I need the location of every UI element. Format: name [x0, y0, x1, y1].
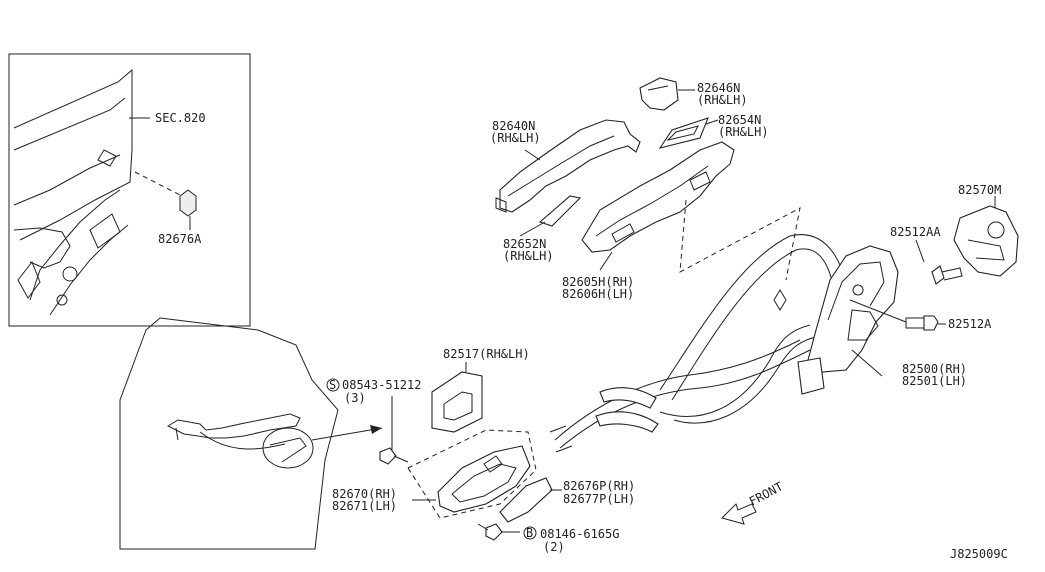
label-82512AA: 82512AA [890, 225, 941, 239]
bolt-badge [523, 526, 537, 540]
inset-rear-door [119, 317, 383, 550]
label-82517: 82517(RH&LH) [443, 347, 530, 361]
label-08146: 08146-6165G [540, 527, 619, 541]
label-82652N: 82652N [503, 237, 546, 251]
label-08543: 08543-51212 [342, 378, 421, 392]
label-82500: 82500(RH) [902, 362, 967, 376]
label-sec820: SEC.820 [155, 111, 206, 125]
part-82605H [581, 141, 735, 253]
front-arrow-icon [721, 503, 757, 525]
part-82570M [953, 205, 1019, 277]
part-08543-screw [379, 447, 397, 465]
label-82605H: 82605H(RH) [562, 275, 634, 289]
label-82646N: 82646N [697, 81, 740, 95]
label-82646N-side: (RH&LH) [697, 93, 748, 107]
inset-door-frame [8, 53, 251, 327]
label-82677P: 82677P(LH) [563, 492, 635, 506]
label-82670: 82670(RH) [332, 487, 397, 501]
label-82640N: 82640N [492, 119, 535, 133]
part-08146-bolt [485, 523, 503, 541]
label-82652N-side: (RH&LH) [503, 249, 554, 263]
label-82501: 82501(LH) [902, 374, 967, 388]
screw-badge [326, 378, 340, 392]
part-82646N [639, 77, 679, 111]
label-82654N-side: (RH&LH) [718, 125, 769, 139]
part-82652N [538, 195, 582, 227]
part-82500 [807, 245, 899, 373]
label-82640N-side: (RH&LH) [490, 131, 541, 145]
part-82517 [431, 371, 483, 433]
label-front: FRONT [747, 479, 785, 508]
label-82671: 82671(LH) [332, 499, 397, 513]
label-82676P: 82676P(RH) [563, 479, 635, 493]
label-82512A: 82512A [948, 317, 992, 331]
label-08146-qty: (2) [543, 540, 565, 554]
part-82512A [923, 315, 939, 331]
bolt-badge-letter: B [526, 526, 533, 540]
screw-badge-letter: S [329, 378, 336, 392]
label-82606H: 82606H(LH) [562, 287, 634, 301]
label-82654N: 82654N [718, 113, 761, 127]
label-82570M: 82570M [958, 183, 1001, 197]
part-82670 [437, 445, 531, 513]
diagram-code: J825009C [950, 547, 1008, 561]
label-82676A: 82676A [158, 232, 202, 246]
part-82640N [499, 119, 641, 213]
label-08543-qty: (3) [344, 391, 366, 405]
part-82512AA [931, 265, 945, 285]
part-82654N [658, 117, 709, 149]
